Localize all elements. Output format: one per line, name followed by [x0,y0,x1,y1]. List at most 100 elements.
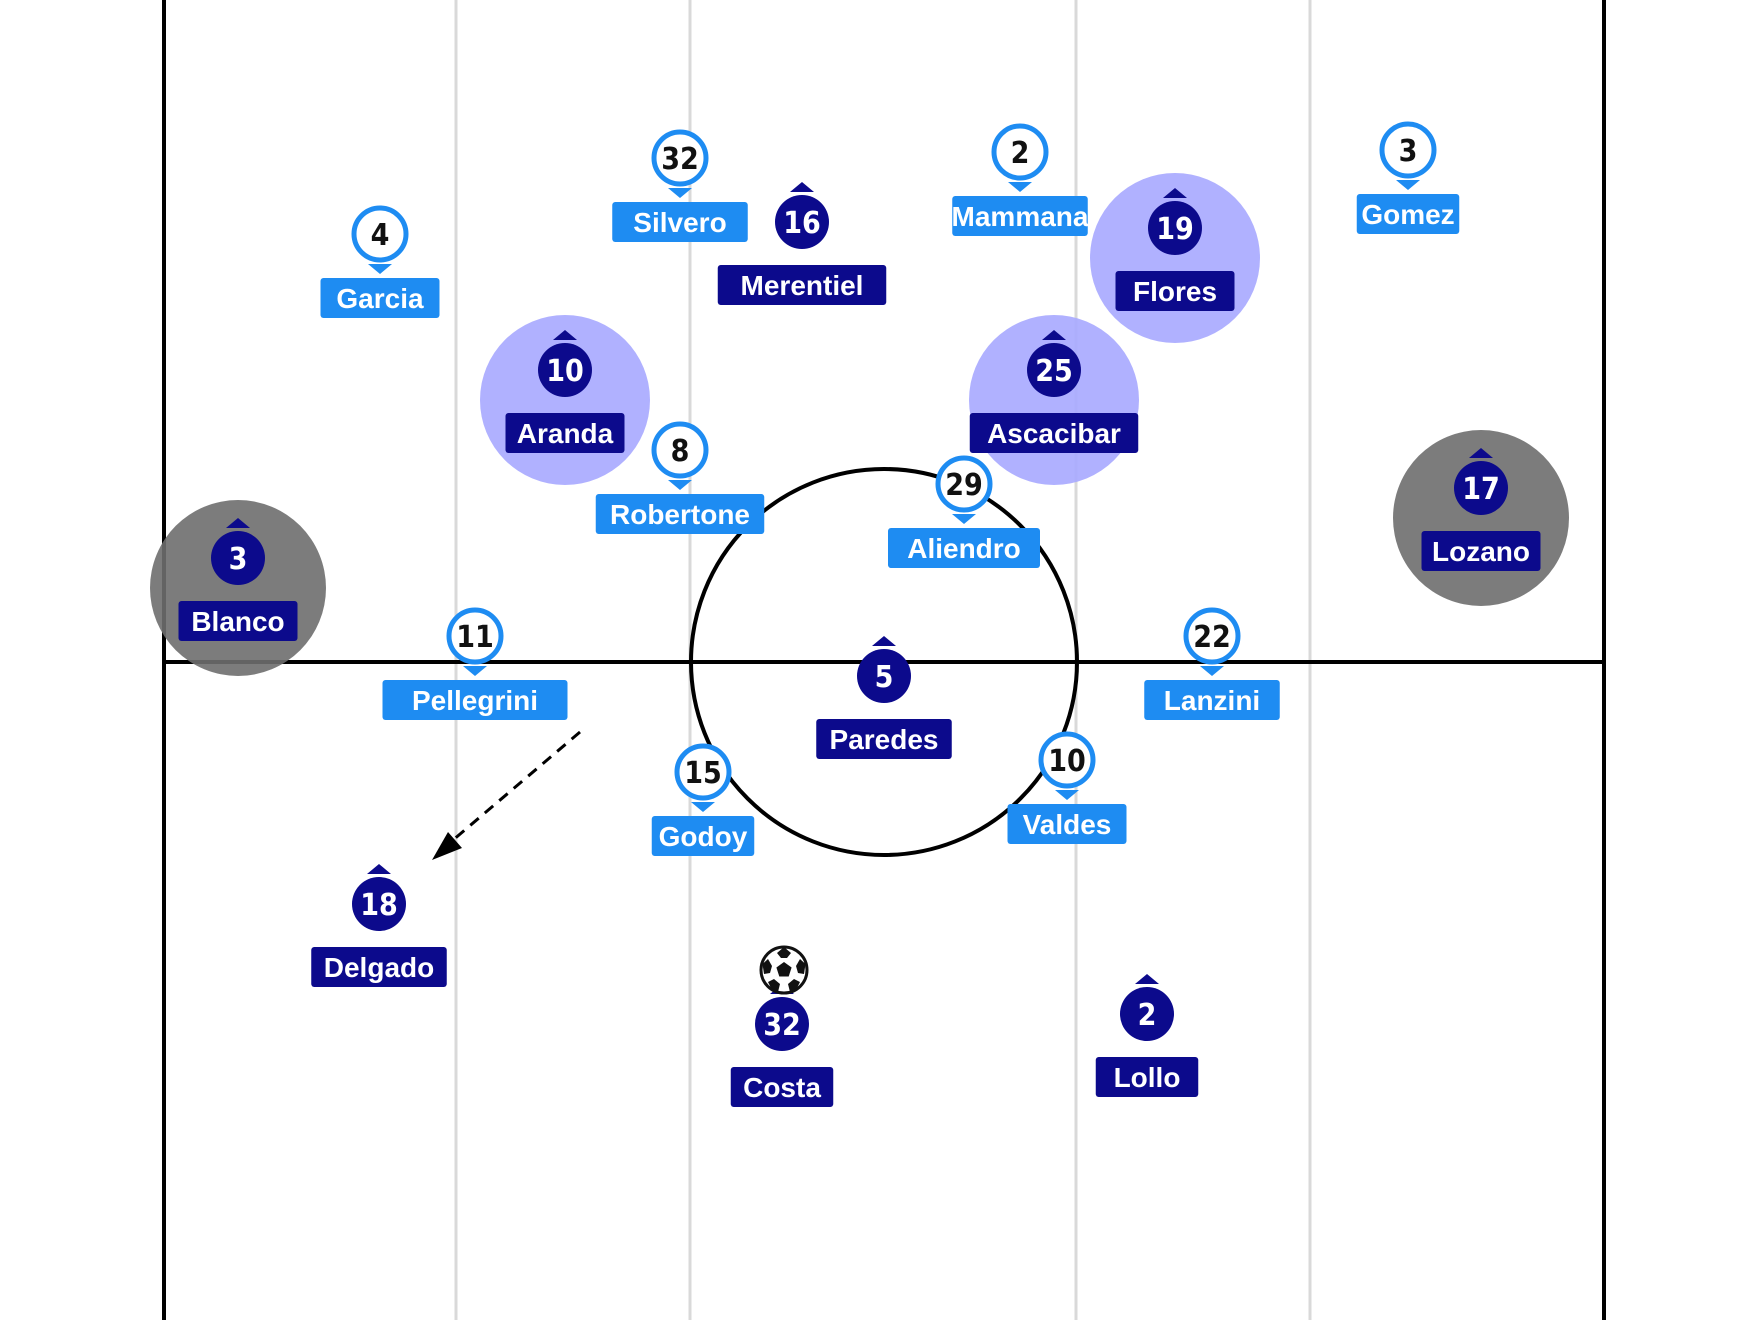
player-number: 11 [456,620,494,655]
home-player-circle [351,205,409,263]
player-name-label: Flores [1133,276,1217,307]
player-name-tag [1115,271,1235,311]
caret-down-icon [368,264,392,274]
player-number: 32 [661,142,699,177]
player-name-tag [651,816,755,856]
player-name-label: Pellegrini [412,685,538,716]
player-number: 16 [783,206,821,241]
caret-down-icon [463,666,487,676]
home-player-circle [1038,731,1096,789]
player-name-tag [952,196,1088,236]
away-player-circle [211,531,265,585]
player-number: 22 [1193,620,1231,655]
player-number: 32 [763,1008,801,1043]
player-name-tag [1095,1057,1199,1097]
player-name-tag [969,413,1139,453]
center-circle [689,467,1079,857]
player-number: 3 [229,542,248,577]
caret-up-icon [226,518,250,528]
home-player-circle [1183,607,1241,665]
home-player-circle [446,607,504,665]
caret-up-icon [1163,188,1187,198]
player-name-tag [382,680,568,720]
soccer-ball-icon[interactable] [759,945,809,995]
player-name-tag [178,601,298,641]
player-name-tag [730,1067,834,1107]
player-name-tag [595,494,765,534]
player-number: 5 [875,660,894,695]
player-name-label: Mammana [952,201,1089,232]
player-name-label: Aranda [517,418,614,449]
away-player-circle [857,649,911,703]
away-player-circle [1027,343,1081,397]
player-name-tag [888,528,1040,568]
player-name-tag [311,947,447,987]
player-name-label: Merentiel [741,270,864,301]
player-name-tag [505,413,625,453]
caret-down-icon [1055,790,1079,800]
caret-up-icon [1042,330,1066,340]
home-player-circle [935,455,993,513]
player-name-label: Delgado [324,952,434,983]
highlight-zone-purple [1090,173,1260,343]
caret-down-icon [668,188,692,198]
caret-up-icon [553,330,577,340]
away-player-circle [538,343,592,397]
caret-down-icon [691,802,715,812]
home-player-circle [651,129,709,187]
player-number: 10 [546,354,584,389]
away-player-circle [352,877,406,931]
caret-down-icon [1008,182,1032,192]
player-number: 15 [684,756,722,791]
caret-up-icon [1135,974,1159,984]
player-name-tag [1007,804,1127,844]
away-player-circle [1120,987,1174,1041]
player-number: 8 [671,434,690,469]
player-name-tag [612,202,748,242]
player-name-tag [1356,194,1460,234]
player-name-label: Gomez [1361,199,1454,230]
player-number: 29 [945,468,983,503]
player-name-label: Lanzini [1164,685,1260,716]
away-player-circle [1148,201,1202,255]
player-number: 10 [1048,744,1086,779]
player-name-tag [1421,531,1541,571]
away-player-circle [1454,461,1508,515]
home-player-circle [1379,121,1437,179]
caret-up-icon [790,182,814,192]
away-player-circle [775,195,829,249]
home-player-circle [651,421,709,479]
caret-down-icon [668,480,692,490]
player-name-label: Silvero [633,207,726,238]
player-name-label: Garcia [336,283,424,314]
highlight-zone-purple [480,315,650,485]
player-number: 4 [371,218,390,253]
players-layer: 4Garcia32Silvero2Mammana3Gomez8Robertone… [178,121,1541,1107]
player-name-label: Costa [743,1072,821,1103]
player-name-label: Lollo [1114,1062,1181,1093]
player-name-label: Aliendro [907,533,1021,564]
caret-down-icon [952,514,976,524]
player-name-label: Ascacibar [987,418,1121,449]
